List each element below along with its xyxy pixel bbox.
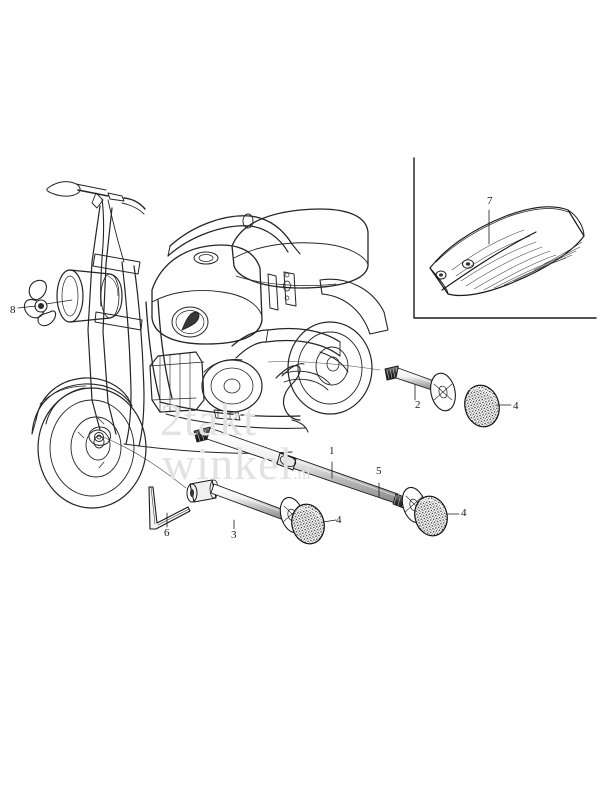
callout-1: 1: [329, 445, 335, 457]
callout-2: 2: [415, 399, 421, 411]
frame: [123, 213, 389, 454]
front-fender: [31, 377, 133, 435]
headlight: [56, 269, 123, 323]
axle-assembly-medium: [102, 436, 337, 545]
axle-assembly-long: [193, 426, 460, 537]
callout-4-long: 4: [461, 507, 467, 519]
callout-6: 6: [164, 527, 170, 539]
callout-4-medium: 4: [336, 514, 342, 526]
engine: [149, 351, 309, 433]
minibike-illustration: [23, 181, 389, 509]
fuel-tank: [151, 244, 263, 345]
front-fork: [87, 205, 145, 447]
rubber-mat-part-7: [429, 206, 585, 297]
axle-assembly-upper: [267, 361, 512, 428]
leader-part-8: [17, 305, 37, 309]
detail-inset-box: [413, 157, 597, 319]
callout-4-upper: 4: [513, 400, 519, 412]
handlebar: [46, 181, 146, 307]
callout-3: 3: [231, 529, 237, 541]
seat: [231, 208, 369, 289]
propeller-part: [23, 279, 73, 327]
callout-5: 5: [376, 465, 382, 477]
front-wheel: [37, 387, 147, 509]
callout-7: 7: [487, 195, 493, 207]
callout-8: 8: [10, 304, 16, 316]
